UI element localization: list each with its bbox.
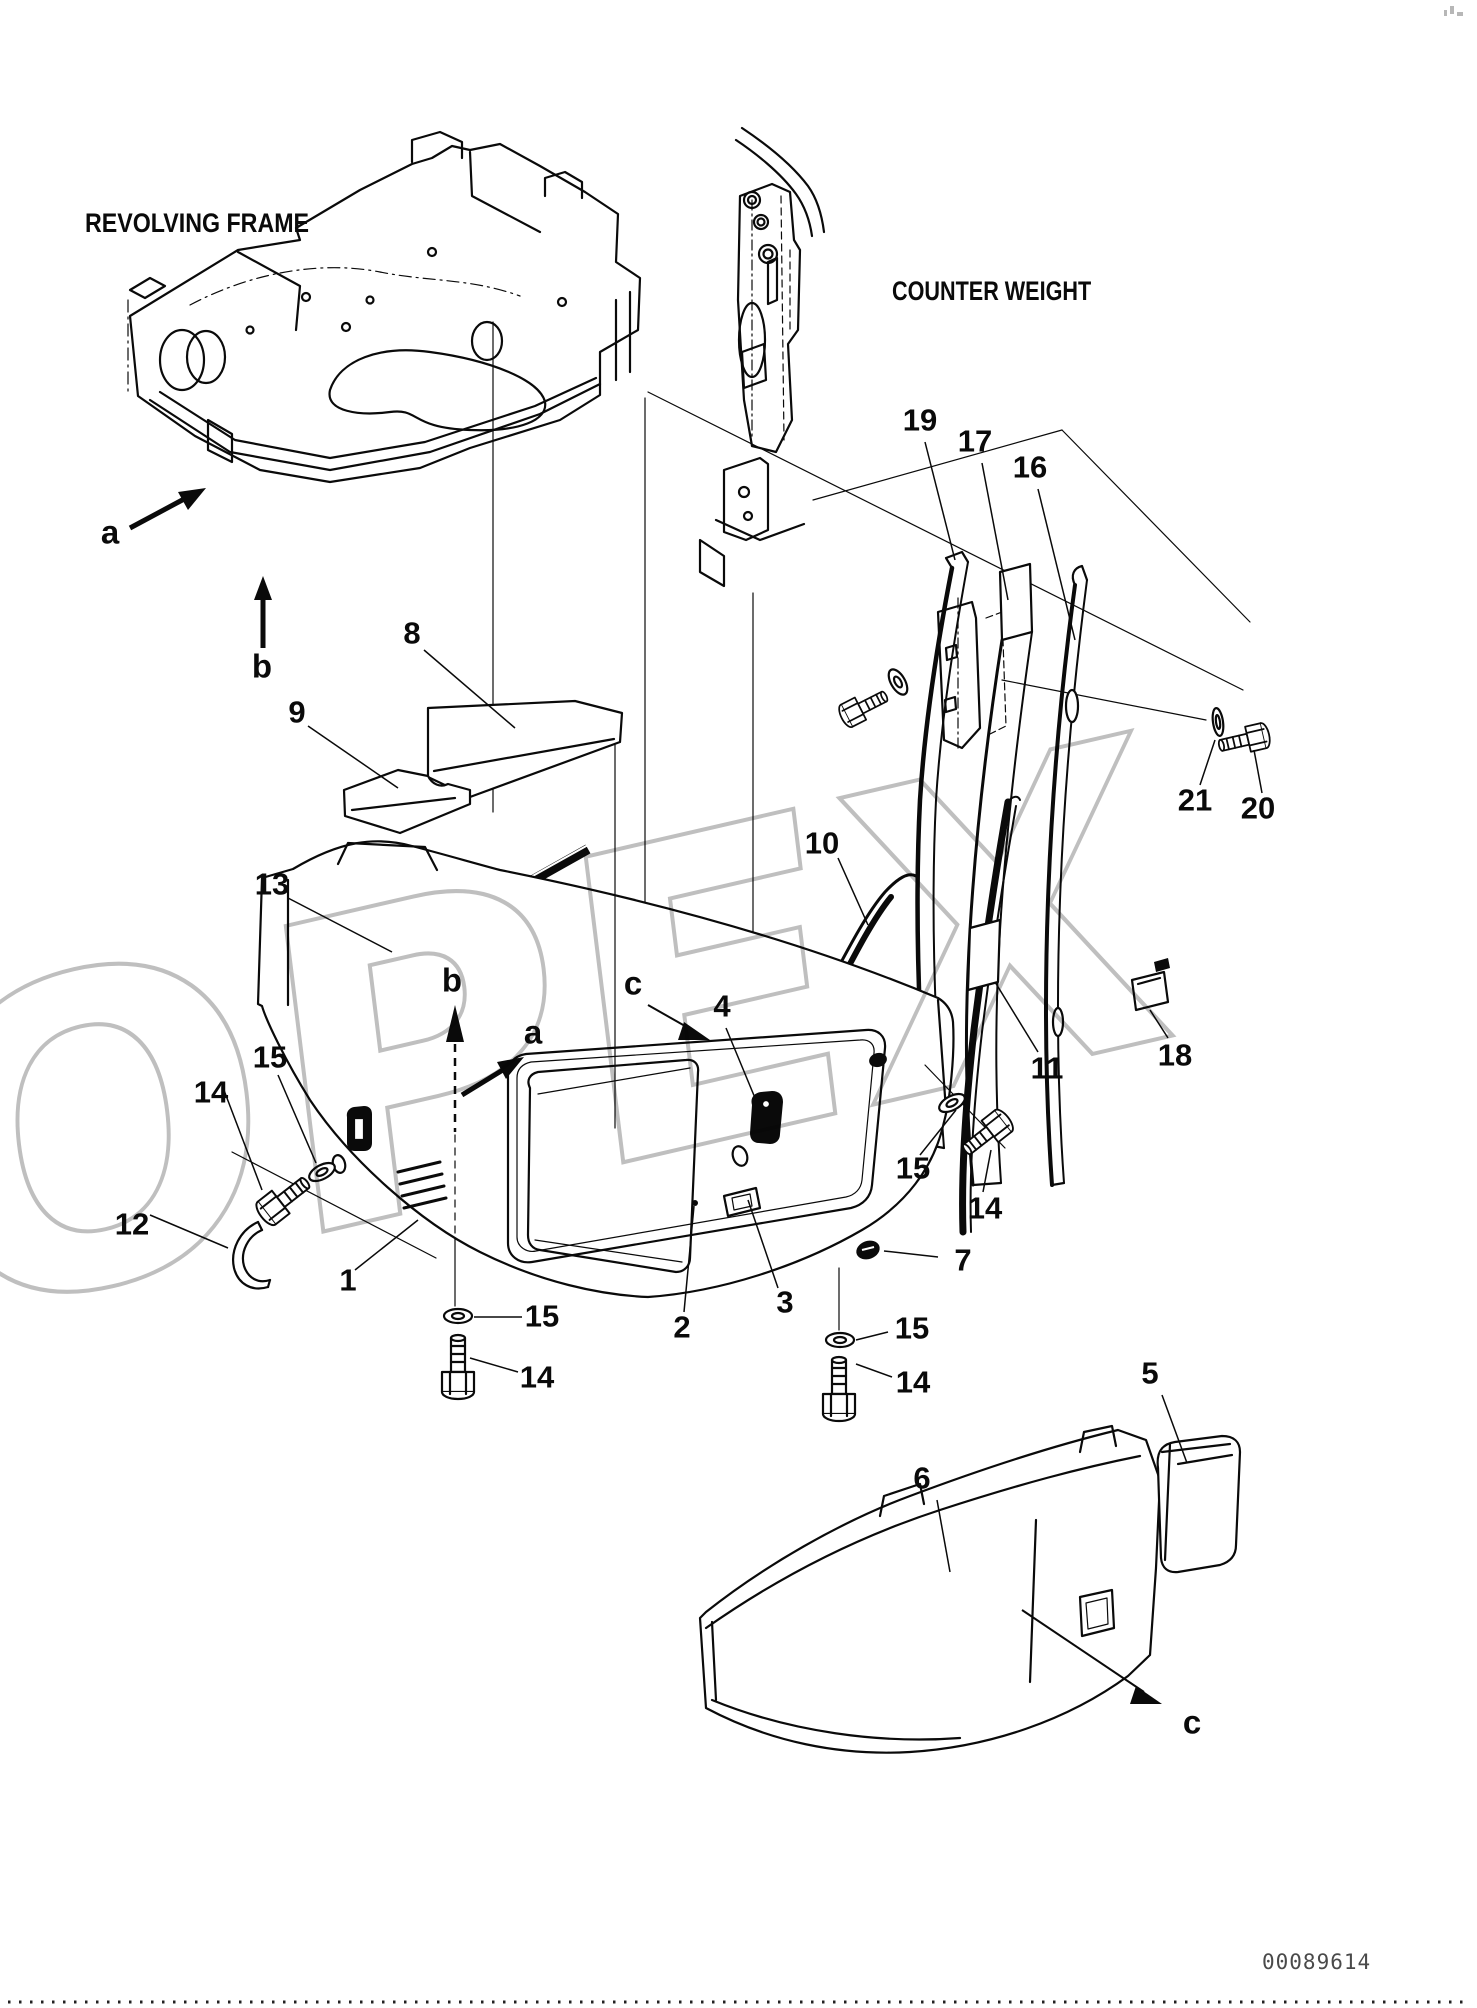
callout-b: b	[441, 961, 463, 999]
clip-18-part	[1130, 958, 1170, 1012]
scan-artifact	[1444, 6, 1463, 16]
callout-3: 3	[776, 1284, 794, 1320]
callout-14: 14	[895, 1364, 931, 1400]
bottom-counterweight-part	[698, 1424, 1162, 1754]
strip-17-part	[964, 562, 1034, 1187]
callout-5: 5	[1141, 1355, 1159, 1391]
callout-14: 14	[967, 1190, 1003, 1226]
callout-c: c	[1182, 1703, 1202, 1741]
callout-7: 7	[954, 1242, 972, 1278]
arrow-a-center	[460, 1057, 524, 1098]
callout-16: 16	[1012, 449, 1048, 485]
callout-13: 13	[254, 866, 290, 902]
hook-12-part	[232, 1220, 272, 1290]
counterweight-bracket-drawing	[698, 126, 826, 588]
leader-lines	[149, 441, 1263, 1573]
callout-11: 11	[1030, 1050, 1064, 1086]
arrow-c-center	[647, 1004, 710, 1040]
counter-weight-title: COUNTER WEIGHT	[892, 276, 1092, 306]
washer-21	[1211, 707, 1225, 737]
arrow-a-top	[128, 488, 206, 531]
callout-b: b	[251, 647, 273, 685]
callout-15: 15	[524, 1298, 560, 1334]
callout-19: 19	[902, 402, 938, 438]
callout-a: a	[523, 1013, 543, 1051]
document-number: 00089614	[1262, 1950, 1372, 1974]
callout-6: 6	[913, 1460, 931, 1496]
callout-c: c	[623, 964, 643, 1002]
callout-a: a	[100, 513, 120, 551]
callout-2: 2	[673, 1309, 691, 1345]
arrow-b-center	[446, 1005, 464, 1132]
revolving-frame-title: REVOLVING FRAME	[85, 208, 310, 238]
mat-9-part	[342, 768, 472, 835]
callout-1: 1	[339, 1262, 357, 1298]
strip-16-part	[1043, 564, 1089, 1187]
revolving-frame-drawing	[127, 130, 642, 484]
end-cap-5-part	[1156, 1434, 1242, 1574]
callout-12: 12	[114, 1206, 150, 1242]
arrow-b-top	[254, 576, 272, 648]
callout-8: 8	[403, 615, 421, 651]
callout-21: 21	[1177, 782, 1213, 818]
direction-arrows	[128, 488, 1162, 1704]
callout-15: 15	[895, 1150, 931, 1186]
callout-9: 9	[288, 694, 306, 730]
callout-10: 10	[804, 825, 840, 861]
callout-15: 15	[894, 1310, 930, 1346]
main-counterweight-part	[256, 840, 955, 1299]
grommet-7-part	[856, 1240, 880, 1260]
callout-14: 14	[519, 1359, 555, 1395]
arrow-c-bottom	[1021, 1609, 1162, 1704]
callout-4: 4	[713, 988, 731, 1024]
watermark-text: OPEX	[0, 645, 1193, 1420]
callout-18: 18	[1157, 1037, 1193, 1073]
callout-17: 17	[957, 423, 993, 459]
callout-14: 14	[193, 1074, 229, 1110]
callout-20: 20	[1240, 790, 1276, 826]
callout-15: 15	[252, 1039, 288, 1075]
projection-lines	[492, 321, 1251, 1009]
